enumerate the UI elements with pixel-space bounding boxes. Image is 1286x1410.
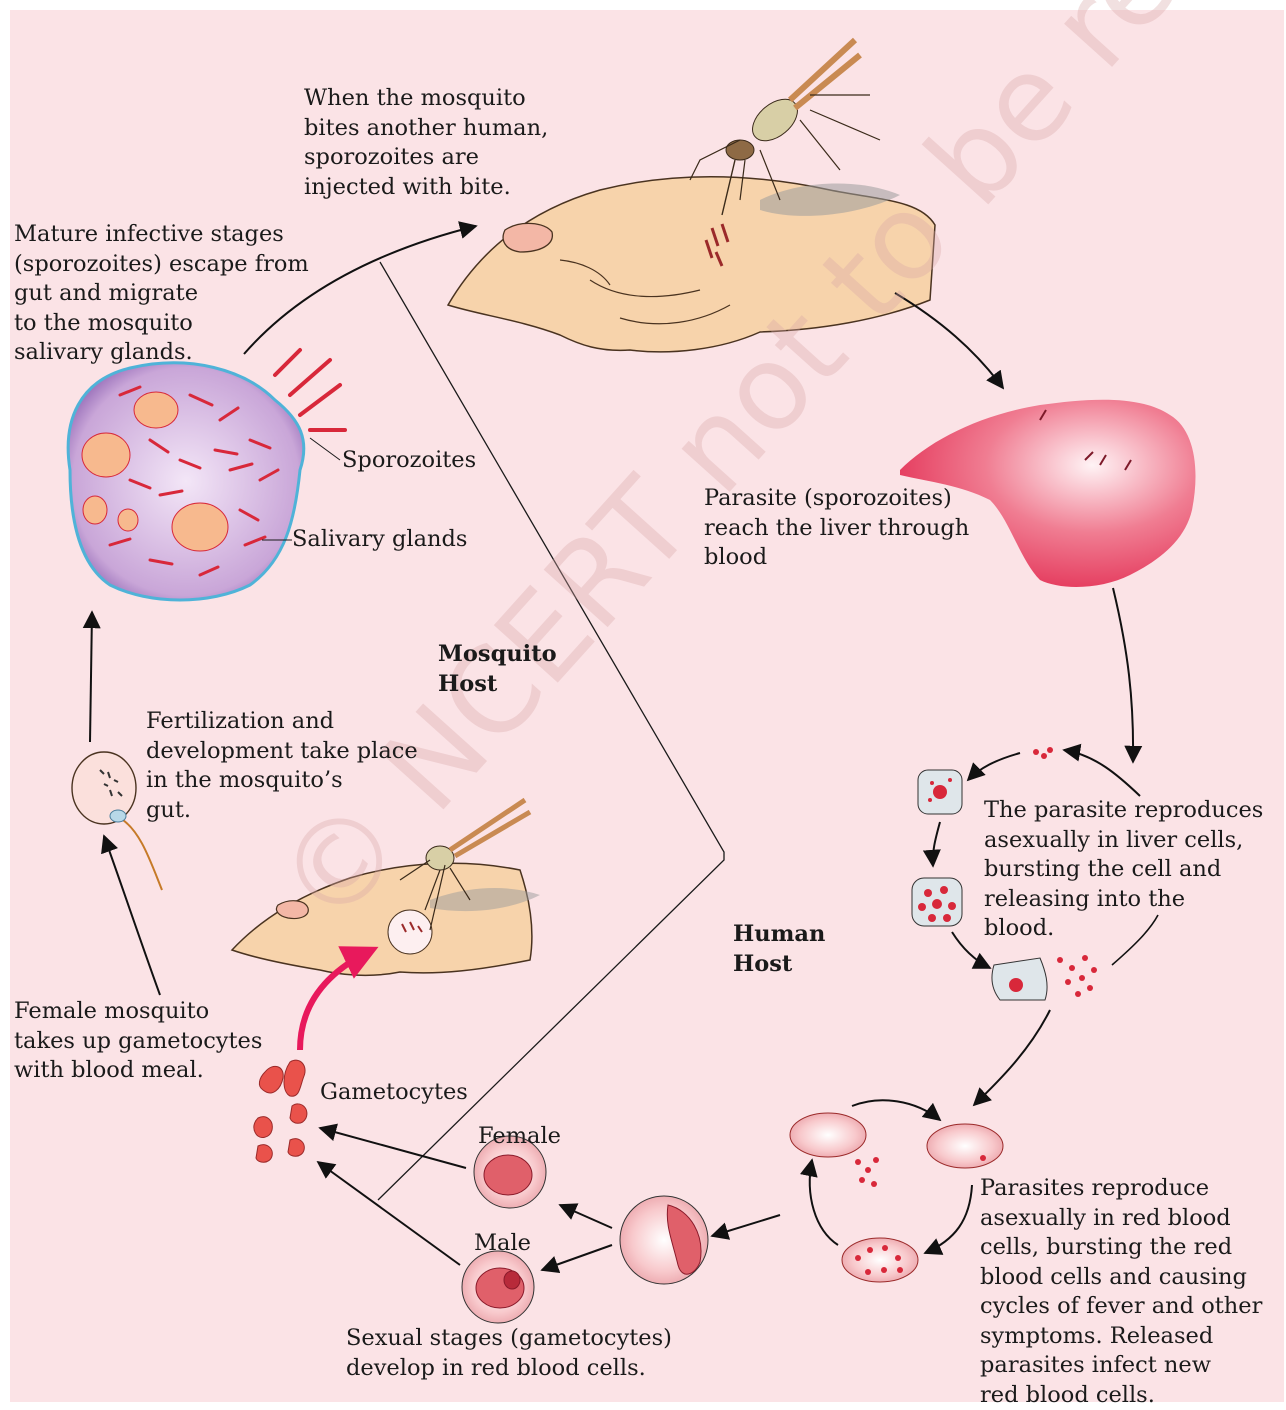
sporozoites-leader	[310, 438, 340, 460]
caption-sexual-stages: Sexual stages (gametocytes) develop in r…	[346, 1324, 672, 1383]
arrow-to-male	[542, 1245, 612, 1270]
label-male: Male	[474, 1229, 531, 1259]
caption-fertilization: Fertilization and development take place…	[146, 707, 418, 825]
human-host-label: Human Host	[733, 920, 825, 979]
salivary-gland-illustration	[68, 350, 345, 600]
caption-rbc-reproduce: Parasites reproduce asexually in red blo…	[980, 1174, 1262, 1410]
caption-bite: When the mosquito bites another human, s…	[304, 84, 548, 202]
label-gametocytes: Gametocytes	[320, 1078, 468, 1108]
arrow-to-female	[560, 1205, 612, 1228]
caption-female-mosquito: Female mosquito takes up gametocytes wit…	[14, 997, 262, 1086]
arrow-rbc-to-gametocyte-rbc	[712, 1215, 780, 1236]
arrow-liver-to-liver-cells	[1113, 588, 1133, 762]
arrow-zygote-to-gland	[90, 612, 92, 742]
arrow-male-to-gametocytes	[318, 1162, 460, 1265]
caption-liver-reach: Parasite (sporozoites) reach the liver t…	[704, 484, 969, 573]
label-sporozoites: Sporozoites	[342, 446, 476, 476]
arrow-female-to-gametocytes	[320, 1128, 466, 1168]
arrow-liver-cells-to-rbc	[974, 1010, 1050, 1105]
arrow-mosquito-to-zygote	[104, 836, 160, 995]
label-female: Female	[478, 1122, 561, 1152]
caption-liver-reproduce: The parasite reproduces asexually in liv…	[984, 796, 1263, 944]
mosquito-host-label: Mosquito Host	[438, 640, 557, 699]
caption-mature: Mature infective stages (sporozoites) es…	[14, 220, 309, 368]
label-salivary-glands: Salivary glands	[292, 525, 467, 555]
